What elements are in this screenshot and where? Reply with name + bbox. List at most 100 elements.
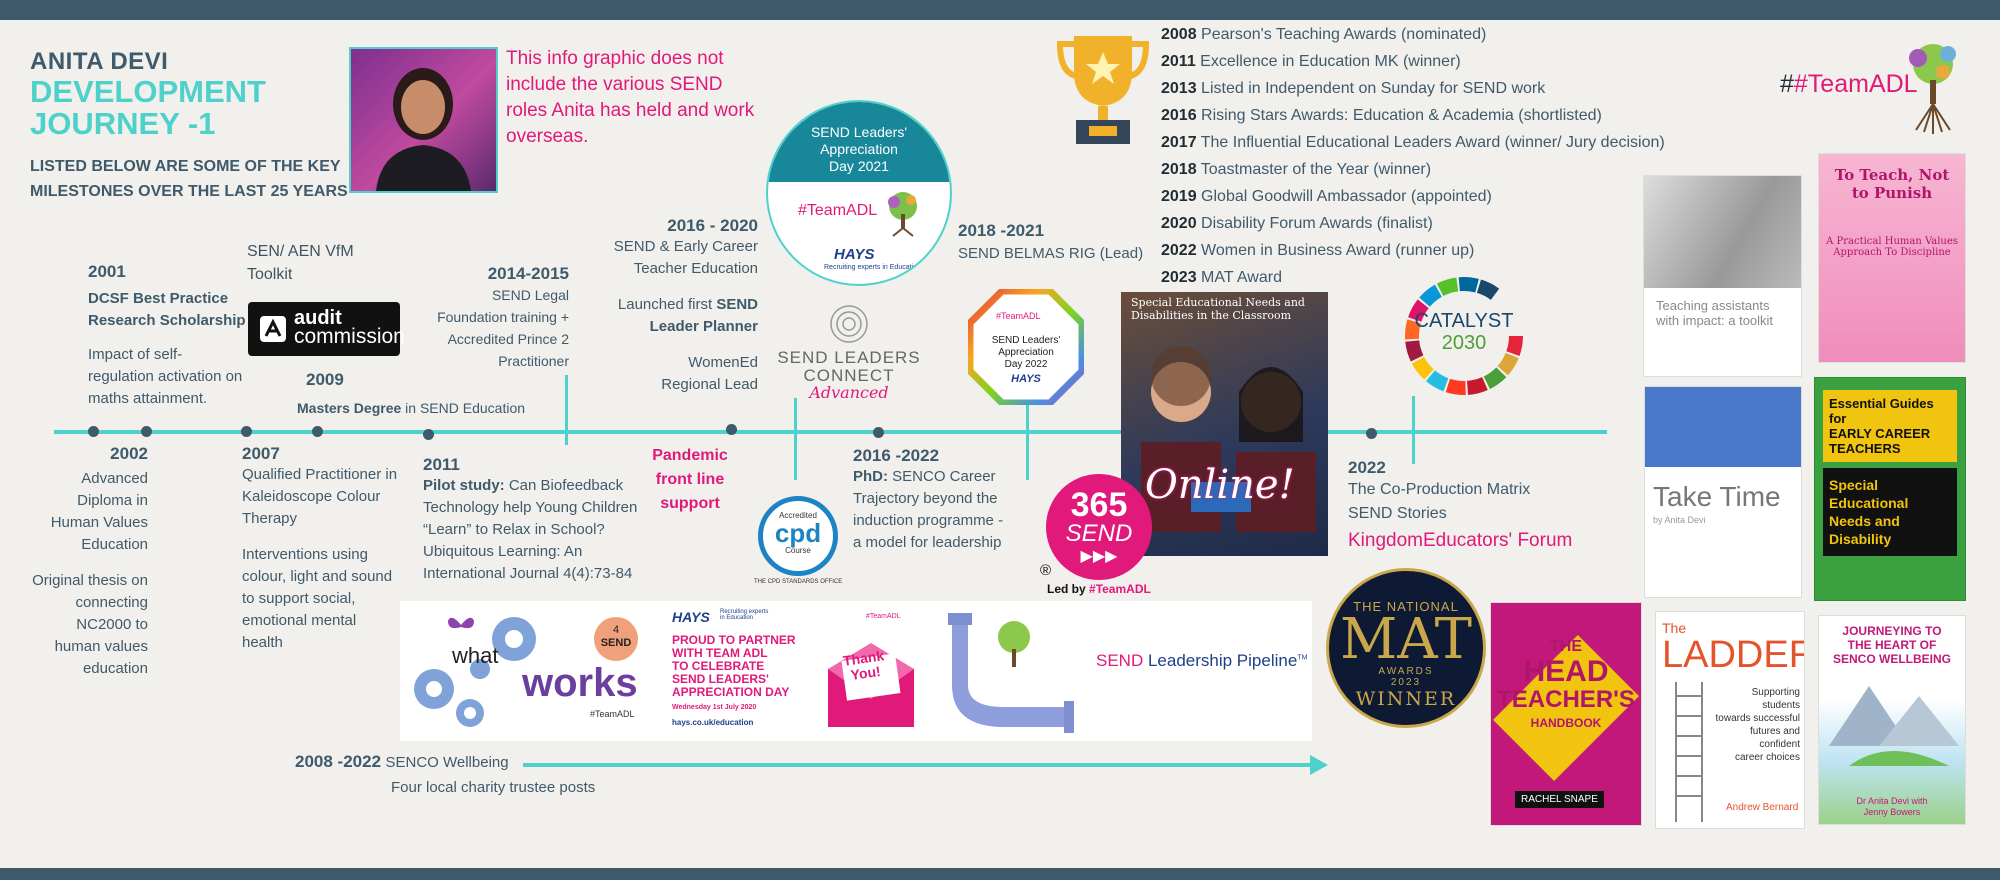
arrow-head-icon	[1310, 755, 1328, 775]
online-heading-1: Special Educational Needs and	[1131, 296, 1305, 309]
milestone-text: connecting	[75, 594, 148, 611]
banner-date: Wednesday 1st July 2020	[672, 704, 757, 711]
milestone-text: Advanced	[81, 470, 148, 487]
milestone-text: WomenEd	[688, 354, 758, 371]
mat-line-5: WINNER	[1355, 688, 1457, 710]
connect-line-3: Advanced	[809, 383, 889, 402]
trophy-icon	[1056, 36, 1150, 144]
milestone-text: Accredited Prince 2	[447, 331, 569, 347]
audit-commission-logo: audit commission	[248, 302, 405, 356]
bottom-band	[0, 868, 2000, 880]
milestone-text: Diploma in	[77, 492, 148, 509]
milestone-text: Therapy	[242, 510, 298, 527]
online-course-image: Special Educational Needs and Disabiliti…	[1121, 292, 1328, 556]
milestone-year: 2018 -2021	[958, 221, 1045, 240]
book-title: To Teach, Not to Punish	[1834, 166, 1950, 202]
envelope-icon	[828, 643, 914, 727]
send365-number: 365	[1070, 486, 1128, 524]
pipeline-send: SEND	[1096, 651, 1144, 670]
book-subtitle: towards successful	[1715, 713, 1800, 724]
milestone-text: Foundation training +	[437, 309, 569, 325]
badge-2022-hays: HAYS	[1011, 373, 1041, 385]
book-title: The	[1662, 620, 1687, 636]
badge-2021-line-1: SEND Leaders'	[810, 124, 908, 140]
milestone-2009-text: Masters Degree in SEND Education	[297, 397, 525, 419]
audit-logo-word-1: audit	[294, 307, 342, 329]
milestone-text: Education	[81, 536, 148, 553]
four-send-word: SEND	[600, 637, 632, 649]
award-item: 2013 Listed in Independent on Sunday for…	[1161, 80, 1546, 97]
title-line-2: JOURNEY -1	[30, 106, 216, 141]
milestone-title: DCSF Best Practice	[88, 290, 229, 307]
mat-line-4: 2023	[1390, 677, 1422, 688]
book-subtitle: futures and confident	[1749, 726, 1800, 750]
timeline-dot	[873, 427, 884, 438]
milestone-title: Masters Degree	[297, 400, 402, 416]
badge-2022-line-2: Appreciation	[998, 347, 1054, 358]
book-cover: Teaching assistants with impact: a toolk…	[1643, 175, 1802, 377]
banner-url: hays.co.uk/education	[672, 718, 754, 727]
book-title: Special Educational	[1829, 477, 1909, 511]
subtitle-line-2: MILESTONES OVER THE LAST 25 YEARS	[30, 183, 348, 200]
toolkit-line-1: SEN/ AEN VfM	[247, 243, 354, 260]
milestone-text: International Journal 4(4):73-84	[423, 565, 633, 582]
online-script: Online!	[1145, 462, 1295, 508]
milestone-text: in SEND Education	[401, 400, 526, 416]
book-cover: JOURNEYING TO THE HEART OF SENCO WELLBEI…	[1818, 615, 1966, 825]
book-series: TEACHERS	[1829, 441, 1901, 456]
timeline-tick	[794, 398, 797, 480]
milestone-text: health	[242, 634, 283, 651]
milestone-year: 2008 -2022	[295, 752, 382, 771]
book-title: THE	[1550, 638, 1582, 655]
milestone-title: Research Scholarship	[88, 312, 246, 329]
milestone-text: Practitioner	[498, 353, 569, 369]
landscape-icon	[1829, 686, 1959, 766]
octagon-frame-icon	[968, 289, 1084, 405]
timeline-tick	[1026, 398, 1029, 480]
book-title: Teaching assistants	[1656, 298, 1770, 313]
timeline-tick	[1412, 396, 1415, 464]
book-subtitle: Supporting students	[1751, 687, 1800, 711]
pipeline-tm: TM	[1297, 654, 1308, 662]
milestone-text: SEND Stories	[1348, 505, 1447, 522]
award-item: 2019 Global Goodwill Ambassador (appoint…	[1161, 188, 1492, 205]
cpd-top: Accredited	[779, 511, 817, 520]
banner-hays: HAYS	[672, 609, 710, 625]
mat-award-badge: THE NATIONAL MAT AWARDS 2023 WINNER	[1326, 568, 1486, 728]
proud-line-4: SEND LEADERS'	[672, 672, 769, 686]
milestone-text: Impact of self-	[88, 346, 183, 363]
milestone-text: SENCO Career	[888, 468, 996, 485]
book-series: EARLY CAREER	[1829, 426, 1931, 441]
tree-icon	[888, 192, 917, 237]
award-item: 2011 Excellence in Education MK (winner)	[1161, 53, 1461, 70]
led-by-label: Led by #TeamADL	[1047, 582, 1151, 596]
milestone-text: NC2000 to	[76, 616, 148, 633]
pipe-icon	[948, 613, 1074, 733]
milestone-text: colour, light and sound	[242, 568, 393, 585]
what-word: what	[452, 643, 499, 668]
milestone-text: regulation activation on	[88, 368, 243, 385]
milestone-text: emotional mental	[242, 612, 357, 629]
timeline-axis	[54, 430, 1607, 434]
toolkit-line-2: Toolkit	[247, 266, 293, 283]
timeline-dot	[312, 426, 323, 437]
cpd-bottom: Course	[785, 546, 811, 555]
book-title: THE HEART OF	[1847, 638, 1937, 652]
online-heading-2: Disabilities in the Classroom	[1131, 309, 1292, 322]
milestone-text: education	[82, 660, 148, 677]
milestone-2016-2020: 2016 - 2020 SEND & Early Career Teacher …	[590, 216, 758, 396]
team-hashtag: ##TeamADL	[1780, 70, 1918, 98]
send-day-2022-badge: #TeamADL SEND Leaders' Appreciation Day …	[968, 289, 1084, 405]
pipeline-rest: Leadership Pipeline	[1143, 651, 1298, 670]
book-author: Jenny Bowers	[1863, 807, 1921, 817]
milestone-year: 2022	[1348, 458, 1386, 477]
four-send-badge: 4 SEND	[594, 617, 638, 661]
timeline-dot	[1366, 428, 1377, 439]
milestone-year: 2001	[88, 262, 126, 281]
awards-list: 2008 Pearson's Teaching Awards (nominate…	[1161, 21, 1665, 291]
milestone-text: maths attainment.	[88, 390, 208, 407]
banner-hays-sub: Recruiting experts in Education	[720, 609, 769, 621]
author-name: ANITA DEVI	[30, 48, 169, 75]
title-line-1: DEVELOPMENT	[30, 74, 266, 109]
badge-2021-hashtag: #TeamADL	[798, 202, 878, 219]
